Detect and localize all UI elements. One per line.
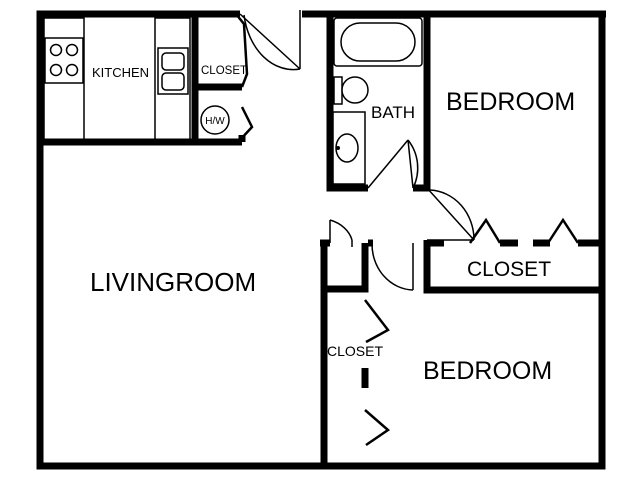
- hall-closet-label: CLOSET: [327, 343, 383, 359]
- kitchen-fixtures: [43, 17, 191, 141]
- bath-fixtures: [332, 17, 423, 185]
- bedroom-2-label: BEDROOM: [423, 357, 552, 385]
- kitchen-label: KITCHEN: [92, 65, 149, 80]
- doors: [239, 10, 475, 291]
- toilet-bowl-icon: [341, 76, 369, 104]
- living-room-label: LIVINGROOM: [90, 267, 256, 297]
- stove-icon: [44, 37, 84, 84]
- bedroom-1-closet-label: CLOSET: [467, 258, 551, 281]
- water-heater-label: H/W: [205, 116, 225, 127]
- bedroom-1-label: BEDROOM: [446, 88, 575, 116]
- interior-walls: [40, 14, 606, 470]
- kitchen-closet-label: CLOSET: [201, 65, 247, 77]
- stove-burner-icon: [49, 63, 63, 77]
- toilet-tank-icon: [333, 76, 343, 105]
- stove-burner-icon: [65, 43, 79, 57]
- stove-burner-icon: [49, 43, 63, 57]
- bath-label: BATH: [371, 103, 415, 122]
- stove-burner-icon: [65, 63, 79, 77]
- closet-doors: [235, 13, 605, 447]
- water-heater-icon: [200, 105, 230, 135]
